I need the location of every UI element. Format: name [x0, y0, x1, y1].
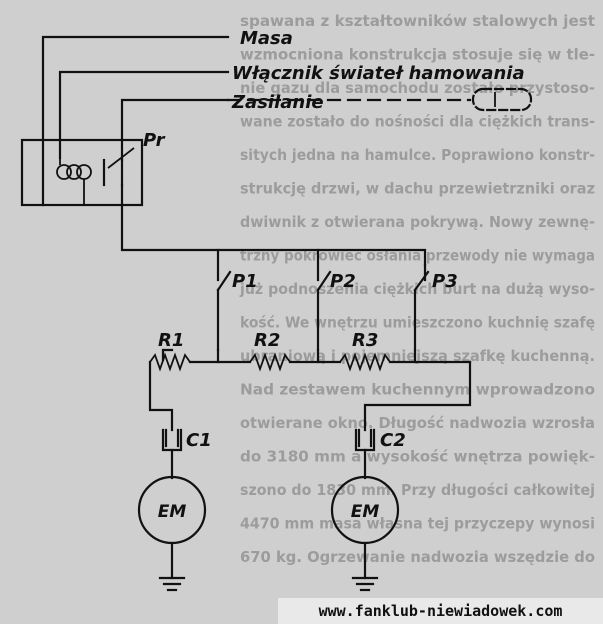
resistor-r2 — [249, 352, 291, 372]
background-text-line: dwiwnik z otwierana pokrywą. Nowy zewnę- — [240, 213, 595, 231]
background-text-line: otwierane okno. Długość nadwozia wzrosła — [240, 414, 595, 432]
background-text-line: Nad zestawem kuchennym wprowadzono — [240, 381, 595, 399]
background-text-line: kość. We wnętrzu umieszczono kuchnię sza… — [240, 314, 595, 332]
background-text-line: szono do 1830 mm. Przy długości całkowit… — [240, 481, 595, 499]
label-p2: P2 — [330, 271, 356, 292]
background-text-line: do 3180 mm a wysokość wnętrza powięk- — [240, 448, 595, 466]
label-r3: R3 — [352, 330, 378, 351]
motor-2 — [330, 428, 400, 592]
label-em-1: EM — [158, 502, 187, 522]
background-text-line: spawana z kształtowników stalowych jest — [240, 12, 595, 30]
label-em-2: EM — [351, 502, 380, 522]
wire-masa — [41, 35, 230, 207]
wire-wlacznik — [58, 70, 230, 160]
label-r2: R2 — [254, 330, 280, 351]
label-p3: P3 — [432, 271, 458, 292]
background-text-line: nie gazu dla samochodu zostało przystoso… — [240, 79, 595, 97]
background-text-line: sitych jedna na hamulce. Poprawiono kons… — [240, 146, 595, 164]
label-r1: R1 — [158, 330, 184, 351]
label-c1: C1 — [186, 430, 212, 451]
motor-1 — [137, 428, 207, 592]
background-text-line: wzmocniona konstrukcja stosuje się w tle… — [240, 46, 595, 64]
resistor-r3 — [339, 352, 391, 372]
relay-box — [20, 138, 144, 207]
bus-top — [120, 183, 427, 267]
background-text-line: 4470 mm masa własna tej przyczepy wynosi — [240, 515, 595, 533]
label-masa: Masa — [240, 28, 293, 49]
fuse-capsule — [471, 87, 533, 112]
background-text-line: 670 kg. Ogrzewanie nadwozia wszędzie do — [240, 548, 595, 566]
label-c2: C2 — [380, 430, 406, 451]
background-text-line: wane zostało do nośności dla ciężkich tr… — [240, 113, 595, 131]
label-pr: Pr — [143, 130, 166, 151]
label-zasilanie: Zasilanie — [231, 92, 324, 113]
background-text-line: ubraniową i pojemniejszą szafkę kuchenną… — [240, 347, 595, 365]
label-p1: P1 — [232, 271, 258, 292]
label-wlacznik: Włącznik świateł hamowania — [232, 63, 525, 84]
resistor-chain — [148, 348, 472, 432]
background-text-line: strukcję drzwi, w dachu przewietrzniki o… — [240, 180, 595, 198]
wire-zasilanie — [120, 98, 230, 162]
relay-pr — [20, 138, 427, 267]
footer-url[interactable]: www.fanklub-niewiadowek.com — [278, 598, 603, 624]
resistor-r1 — [149, 352, 191, 372]
switches — [216, 248, 430, 352]
